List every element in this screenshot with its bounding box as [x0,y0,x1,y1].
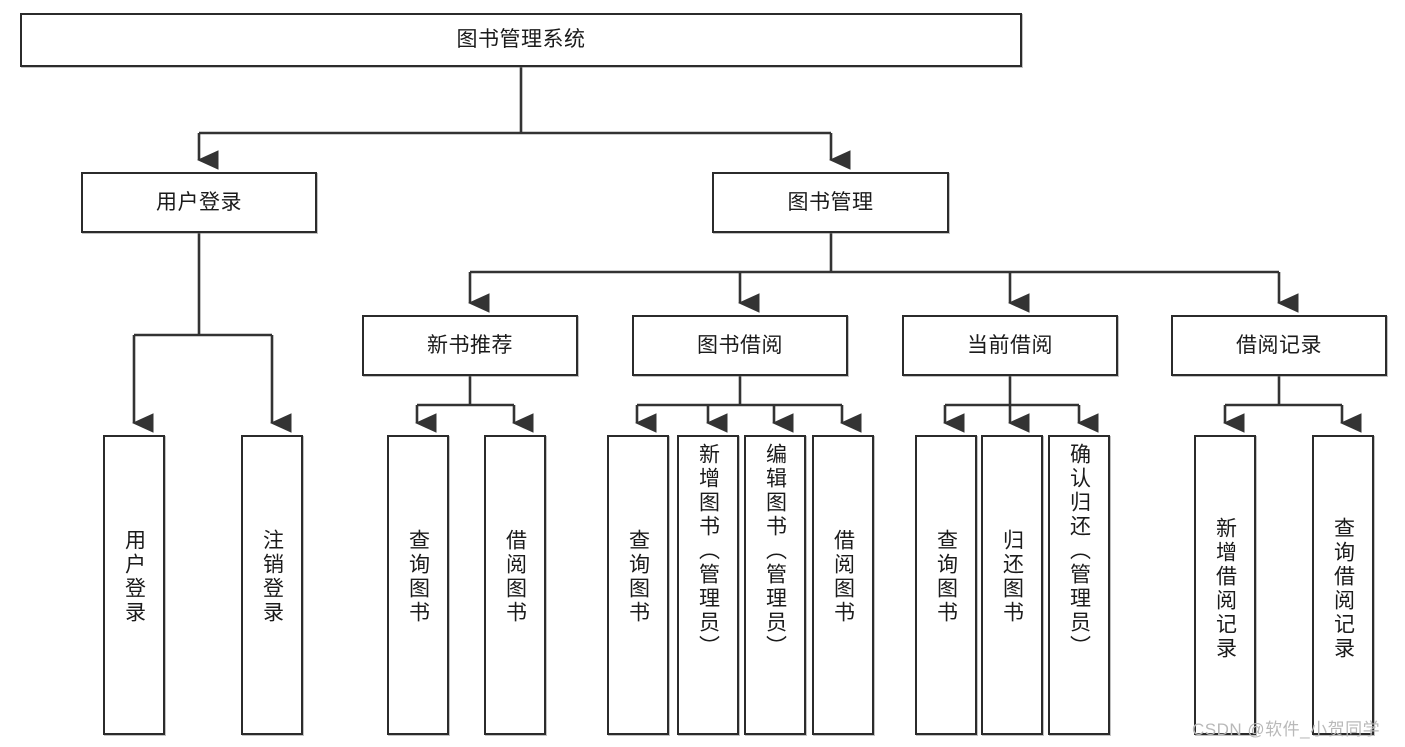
node-leaf-add-record[interactable]: 新增借阅记录 [1194,435,1256,735]
node-book-manage[interactable]: 图书管理 [712,172,949,233]
node-user-login-label: 用户登录 [156,190,242,214]
node-leaf-user-login[interactable]: 用户登录 [103,435,165,735]
node-current-borrow[interactable]: 当前借阅 [902,315,1118,376]
node-leaf-borrow-book-1[interactable]: 借阅图书 [484,435,546,735]
node-new-book-recommend[interactable]: 新书推荐 [362,315,578,376]
node-current-borrow-label: 当前借阅 [967,333,1053,357]
node-leaf-confirm-return-label: 确认归还（管理员） [1067,443,1091,659]
node-leaf-return-book-label: 归还图书 [1000,529,1024,625]
node-leaf-query-book-2[interactable]: 查询图书 [607,435,669,735]
node-borrow-record-label: 借阅记录 [1236,333,1322,357]
node-leaf-borrow-book-2[interactable]: 借阅图书 [812,435,874,735]
node-leaf-logout-label: 注销登录 [260,529,284,625]
node-book-manage-label: 图书管理 [787,190,874,214]
node-leaf-query-book-2-label: 查询图书 [626,529,650,625]
node-leaf-confirm-return[interactable]: 确认归还（管理员） [1048,435,1110,735]
node-leaf-query-book-3-label: 查询图书 [934,529,958,625]
node-leaf-edit-book-label: 编辑图书（管理员） [763,443,787,659]
node-root-label: 图书管理系统 [456,28,586,52]
node-leaf-query-record-label: 查询借阅记录 [1331,517,1355,661]
node-leaf-user-login-label: 用户登录 [122,529,146,625]
node-leaf-add-book[interactable]: 新增图书（管理员） [677,435,739,735]
node-borrow-record[interactable]: 借阅记录 [1171,315,1387,376]
node-leaf-add-book-label: 新增图书（管理员） [696,443,720,659]
node-leaf-borrow-book-1-label: 借阅图书 [503,529,527,625]
csdn-watermark: CSDN @软件_小贺同学 [1192,720,1381,739]
node-new-book-recommend-label: 新书推荐 [427,333,513,357]
node-user-login[interactable]: 用户登录 [81,172,317,233]
node-leaf-edit-book[interactable]: 编辑图书（管理员） [744,435,806,735]
node-leaf-borrow-book-2-label: 借阅图书 [831,529,855,625]
node-leaf-return-book[interactable]: 归还图书 [981,435,1043,735]
node-leaf-query-book-1-label: 查询图书 [406,529,430,625]
node-leaf-query-book-1[interactable]: 查询图书 [387,435,449,735]
node-book-borrow[interactable]: 图书借阅 [632,315,848,376]
node-leaf-query-book-3[interactable]: 查询图书 [915,435,977,735]
node-root[interactable]: 图书管理系统 [20,13,1022,67]
node-book-borrow-label: 图书借阅 [697,333,783,357]
node-leaf-add-record-label: 新增借阅记录 [1213,517,1237,661]
node-leaf-query-record[interactable]: 查询借阅记录 [1312,435,1374,735]
node-leaf-logout[interactable]: 注销登录 [241,435,303,735]
